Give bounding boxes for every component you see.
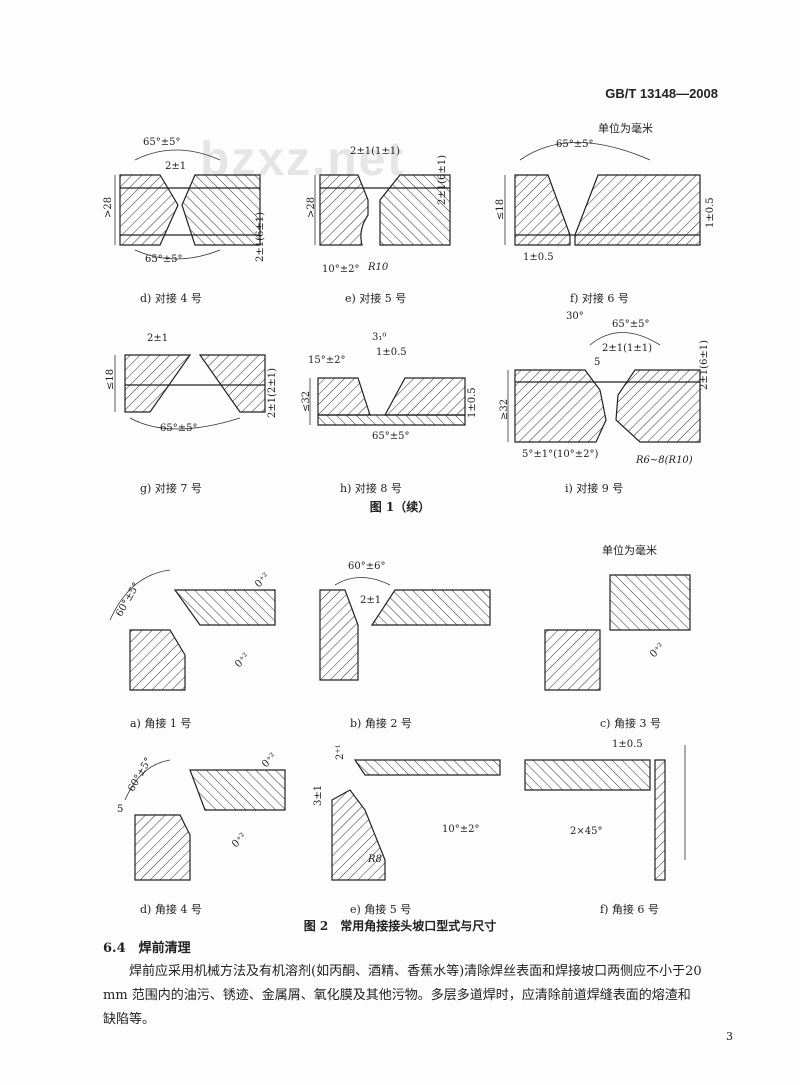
dim-label: 1±0.5: [523, 252, 554, 263]
panel-caption: f) 角接 6 号: [600, 903, 659, 916]
drawing-butt-6: [514, 174, 701, 246]
panel-caption: e) 角接 5 号: [350, 903, 412, 916]
dim-label: 65°±5°: [612, 319, 650, 330]
dim-label: 65°±5°: [160, 423, 198, 434]
dim-label: >28: [103, 196, 114, 218]
drawing-butt-9: [514, 369, 701, 443]
dim-label: ≤32: [301, 390, 312, 412]
dim-label: 30°: [566, 311, 584, 322]
panel-caption: a) 角接 1 号: [130, 717, 192, 730]
panel-caption: e) 对接 5 号: [345, 292, 407, 305]
panel-caption: f) 对接 6 号: [570, 292, 629, 305]
dimension-lines: [109, 142, 686, 860]
panel-caption: d) 角接 4 号: [140, 903, 202, 916]
dim-label: ≤18: [105, 368, 116, 390]
panel-caption: c) 角接 3 号: [600, 717, 661, 730]
dim-label: 2⁺¹: [335, 744, 346, 760]
drawing-butt-5: [319, 174, 451, 246]
standard-number: GB/T 13148—2008: [605, 86, 718, 101]
drawing-corner-3: [544, 574, 691, 691]
drawing-corner-4: [134, 769, 286, 881]
dim-label: 65°±5°: [145, 254, 183, 265]
dim-label: 2±1: [360, 595, 382, 606]
dim-label: 10°±2°: [442, 824, 480, 835]
dim-label: 3₁⁰: [372, 332, 387, 343]
dim-label: R10: [368, 262, 389, 273]
dim-label: 10°±2°: [322, 264, 360, 275]
panel-caption: g) 对接 7 号: [140, 482, 202, 495]
drawing-corner-2: [319, 589, 491, 681]
dim-label: 1±0.5: [705, 197, 716, 228]
panel-caption: b) 角接 2 号: [350, 717, 412, 730]
dim-label: ≥32: [499, 398, 510, 420]
panel-caption: h) 对接 8 号: [340, 482, 402, 495]
section-paragraph: 焊前应采用机械方法及有机溶剂(如丙酮、酒精、香蕉水等)清除焊丝表面和焊接坡口两侧…: [103, 964, 702, 1027]
dim-label: ≤18: [495, 198, 506, 220]
dim-label: >28: [306, 196, 317, 218]
figure-2-caption: 图 2 常用角接接头坡口型式与尺寸: [303, 919, 497, 933]
panel-caption: d) 对接 4 号: [140, 292, 202, 305]
dim-label: 2±1(1±1): [350, 146, 401, 157]
dim-label: 5°±1°(10°±2°): [522, 449, 599, 460]
dim-label: 1±0.5: [376, 347, 407, 358]
dim-label: 3±1: [313, 784, 324, 806]
dim-label: 2±1(6±1): [255, 211, 266, 262]
dim-label: 5: [117, 804, 124, 815]
dim-label: R6~8(R10): [636, 455, 693, 466]
figure-1-caption: 图 1（续）: [369, 500, 431, 514]
dim-label: 2±1: [165, 161, 187, 172]
drawing-butt-4: [119, 174, 261, 246]
dim-label: 5: [594, 357, 601, 368]
section-heading: 6.4 焊前清理: [103, 941, 191, 956]
dim-label: 60°±6°: [348, 561, 386, 572]
dim-label: 65°±5°: [556, 139, 594, 150]
drawing-corner-6: [524, 759, 666, 881]
drawing-butt-8: [317, 377, 466, 426]
dim-label: 2±1(1±1): [602, 343, 653, 354]
drawing-corner-5: [331, 759, 501, 881]
dim-label: 1±0.5: [612, 739, 643, 750]
dim-label: 2±1: [147, 333, 169, 344]
drawing-butt-7: [124, 354, 266, 413]
panel-caption: i) 对接 9 号: [565, 482, 624, 495]
dim-label: R8: [368, 854, 382, 865]
dim-label: 2×45°: [570, 826, 603, 837]
units-note: 单位为毫米: [602, 544, 657, 557]
dim-label: 2±1(6±1): [699, 339, 710, 390]
drawing-corner-1: [129, 589, 276, 691]
dim-label: 2±1(2±1): [267, 367, 278, 418]
units-note: 单位为毫米: [598, 122, 653, 135]
dim-label: 65°±5°: [143, 137, 181, 148]
dim-label: 2±1(6±1): [437, 154, 448, 205]
dim-label: 65°±5°: [372, 431, 410, 442]
dim-label: 1±0.5: [467, 387, 478, 418]
dim-label: 15°±2°: [308, 355, 346, 366]
page-number: 3: [726, 1030, 733, 1043]
